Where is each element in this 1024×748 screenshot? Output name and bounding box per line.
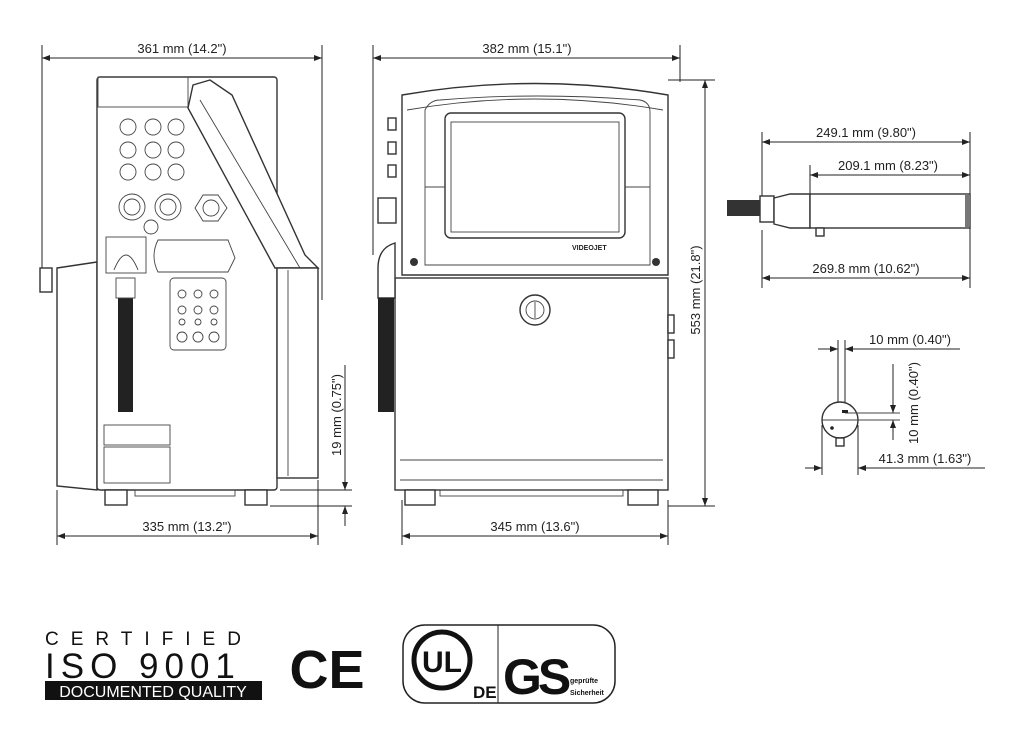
front-width-label: 382 mm (15.1") <box>482 41 571 56</box>
nozzle-diameter-label: 41.3 mm (1.63") <box>879 451 972 466</box>
iso-documented-text: DOCUMENTED QUALITY <box>59 684 247 701</box>
door-hinge <box>39 267 53 293</box>
front-conduit <box>378 298 394 412</box>
ul-de-text: DE <box>473 683 497 702</box>
nozzle-detail: 10 mm (0.40") 10 mm (0.40") 41.3 mm (1.6… <box>805 332 985 475</box>
front-view: 382 mm (15.1") VIDEOJET 553 mm (21.8") 3… <box>372 41 715 545</box>
ul-logo <box>411 629 473 691</box>
printhead-view: 249.1 mm (9.80") 209.1 mm (8.23") 269.8 … <box>727 125 971 288</box>
iso-number-text: ISO 9001 <box>45 647 241 686</box>
side-rear-panel <box>276 267 319 479</box>
iso-9001-logo: CERTIFIED ISO 9001 DOCUMENTED QUALITY <box>45 629 262 701</box>
ce-mark: CE <box>289 640 364 700</box>
umbilical-conduit <box>118 298 133 412</box>
nozzle-h-offset-label: 10 mm (0.40") <box>869 332 951 347</box>
iso-certified-text: CERTIFIED <box>45 629 253 650</box>
svg-text:CE: CE <box>289 640 364 700</box>
conduit-plate <box>105 236 147 274</box>
gs-logo: GS <box>503 649 570 705</box>
connector-ports <box>118 118 228 235</box>
front-base-label: 345 mm (13.6") <box>490 519 579 534</box>
svg-text:UL: UL <box>422 646 462 679</box>
printhead-conduit-end <box>727 200 761 216</box>
side-depth-label: 335 mm (13.2") <box>142 519 231 534</box>
brand-logo: VIDEOJET <box>572 245 607 252</box>
side-view: 361 mm (14.2") <box>39 41 352 545</box>
front-height-label: 553 mm (21.8") <box>688 245 703 334</box>
rating-label <box>103 424 171 446</box>
side-width-label: 361 mm (14.2") <box>137 41 226 56</box>
printhead-length-b-label: 209.1 mm (8.23") <box>838 158 938 173</box>
handle-slot <box>153 239 236 273</box>
serial-label <box>103 446 171 484</box>
side-handle <box>187 79 320 269</box>
gs-caption-1: geprüfte <box>570 678 598 685</box>
side-door <box>56 261 98 491</box>
printhead-length-a-label: 249.1 mm (9.80") <box>816 125 916 140</box>
gs-caption-2: Sicherheit <box>570 690 605 697</box>
ul-gs-mark: UL DE GS geprüfte Sicherheit <box>402 624 616 705</box>
printhead-body <box>809 193 971 229</box>
printhead-total-label: 269.8 mm (10.62") <box>812 261 919 276</box>
control-panel <box>169 277 227 351</box>
touch-screen <box>444 112 626 239</box>
foot-label: 19 mm (0.75") <box>329 374 344 456</box>
nozzle-v-offset-label: 10 mm (0.40") <box>906 362 921 444</box>
